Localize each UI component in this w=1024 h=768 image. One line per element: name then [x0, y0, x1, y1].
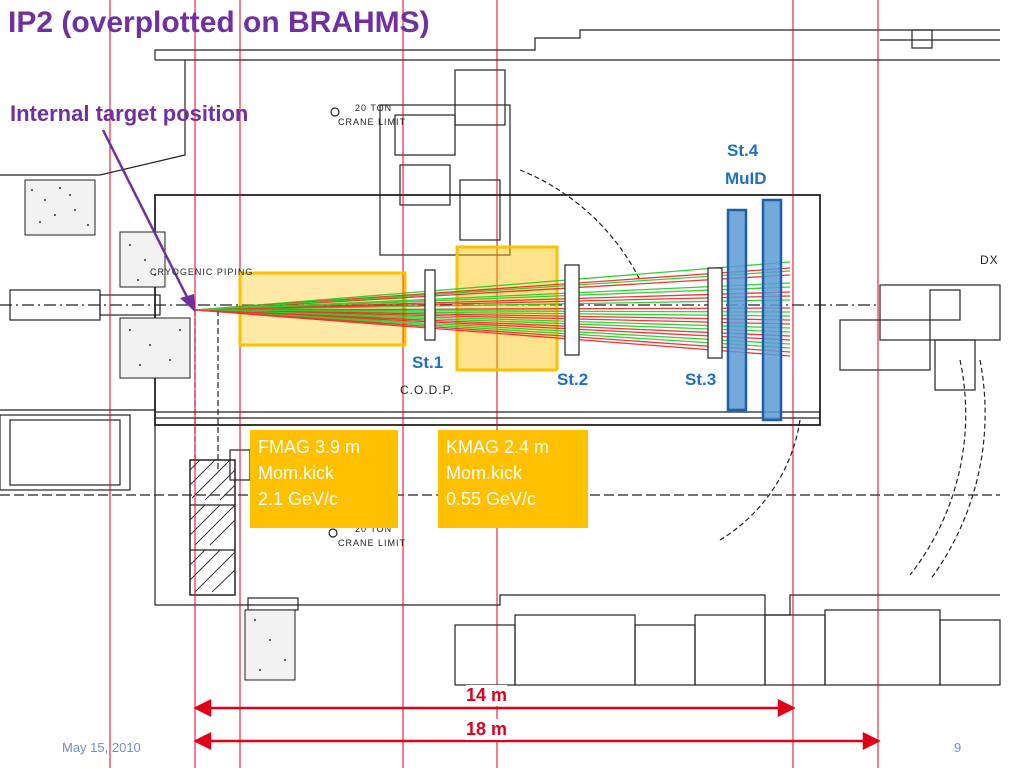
cryogenic-piping-label: CRYOGENIC PIPING — [150, 267, 254, 277]
concrete-shield-blocks — [24, 179, 296, 681]
station-4-label: St.4 — [727, 141, 759, 160]
kmag-length: KMAG 2.4 m — [446, 437, 550, 457]
crane-limit-bottom-line2: CRANE LIMIT — [338, 538, 407, 548]
kmag-info-box: KMAG 2.4 m Mom.kick 0.55 GeV/c — [438, 430, 588, 528]
dx-magnet-label: DX — [980, 253, 999, 267]
hatched-iron-blocks — [189, 459, 236, 593]
kmag-kick-label: Mom.kick — [446, 463, 522, 483]
fmag-info-box: FMAG 3.9 m Mom.kick 2.1 GeV/c — [250, 430, 398, 528]
dimension-18m-label: 18 m — [466, 719, 508, 740]
station-3-label: St.3 — [685, 370, 717, 390]
codp-label: C.O.D.P. — [400, 383, 455, 397]
fmag-kick-label: Mom.kick — [258, 463, 334, 483]
tracking-station-frames — [424, 264, 723, 359]
crane-limit-bottom-line1: 20 TON — [355, 524, 393, 534]
floorplan-lines — [0, 29, 1001, 686]
footer-date: May 15, 2010 — [62, 740, 141, 755]
dimension-arrows — [193, 698, 881, 751]
slide-title: IP2 (overplotted on BRAHMS) — [8, 6, 430, 39]
kmag-kick-value: 0.55 GeV/c — [446, 489, 537, 509]
dimension-14m-label: 14 m — [466, 685, 508, 706]
station-1-label: St.1 — [412, 353, 444, 373]
reference-lines — [109, 0, 879, 768]
st4-muid-bar-1 — [726, 208, 748, 412]
page-number: 9 — [954, 740, 962, 755]
station-2-label: St.2 — [557, 370, 589, 390]
internal-target-label: Internal target position — [10, 101, 249, 126]
muid-label: MuID — [725, 169, 767, 188]
fmag-length: FMAG 3.9 m — [258, 437, 361, 457]
st4-muid-bar-2 — [761, 198, 783, 422]
target-pointer-arrow — [101, 129, 195, 312]
crane-limit-top-line1: 20 TON — [355, 103, 393, 113]
particle-tracks — [194, 261, 791, 357]
concrete-speckle — [31, 187, 286, 671]
fmag-kick-value: 2.1 GeV/c — [258, 489, 339, 509]
crane-limit-top-line2: CRANE LIMIT — [338, 117, 407, 127]
